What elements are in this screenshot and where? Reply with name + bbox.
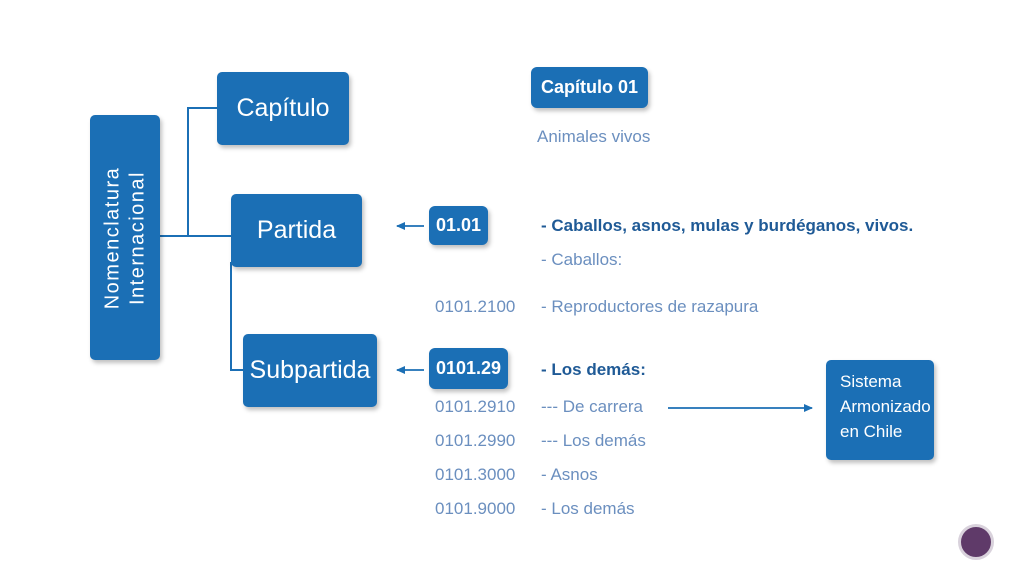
subpartida-title: - Los demás: (541, 360, 646, 379)
subpartida-row-desc: --- Los demás (541, 431, 646, 450)
subpartida-row-code: 0101.2910 (435, 397, 516, 416)
sistema-line1: Sistema (840, 372, 902, 391)
sistema-armonizado-box: Sistema Armonizado en Chile (826, 360, 934, 460)
partida-code-tag: 01.01 (429, 206, 488, 245)
subpartida-row-code: 0101.3000 (435, 465, 516, 484)
root-label: Nomenclatura Internacional (100, 166, 150, 309)
slide-number-badge (958, 524, 994, 560)
subpartida-row-code: 0101.2990 (435, 431, 516, 450)
subpartida-connector (230, 262, 243, 371)
root-label-line1: Nomenclatura (101, 166, 124, 309)
capitulo-box: Capítulo (217, 72, 349, 145)
sistema-line3: en Chile (840, 422, 903, 441)
chapter-description: Animales vivos (537, 127, 651, 146)
chapter-tag: Capítulo 01 (531, 67, 648, 108)
partida-box: Partida (231, 194, 362, 267)
partida-code-label: 01.01 (435, 215, 482, 235)
subpartida-box: Subpartida (243, 334, 377, 407)
subpartida-label: Subpartida (249, 356, 371, 384)
capitulo-label: Capítulo (236, 94, 330, 122)
root-nomenclatura-box: Nomenclatura Internacional (90, 115, 160, 360)
subpartida-row-desc: - Los demás (541, 499, 635, 518)
partida-row-desc: - Reproductores de razapura (541, 297, 759, 316)
capitulo-connector (187, 107, 217, 236)
subpartida-code-label: 0101.29 (435, 358, 502, 378)
sistema-line2: Armonizado (840, 397, 931, 416)
root-label-line2: Internacional (126, 170, 149, 305)
subpartida-row-desc: --- De carrera (541, 397, 644, 416)
subpartida-row-code: 0101.9000 (435, 499, 516, 518)
partida-row-code: 0101.2100 (435, 297, 516, 316)
subpartida-row-desc: - Asnos (541, 465, 598, 484)
partida-title: - Caballos, asnos, mulas y burdéganos, v… (541, 216, 914, 235)
partida-sub: - Caballos: (541, 250, 623, 269)
subpartida-code-tag: 0101.29 (429, 348, 508, 389)
partida-label: Partida (256, 216, 337, 244)
chapter-tag-label: Capítulo 01 (540, 77, 638, 97)
